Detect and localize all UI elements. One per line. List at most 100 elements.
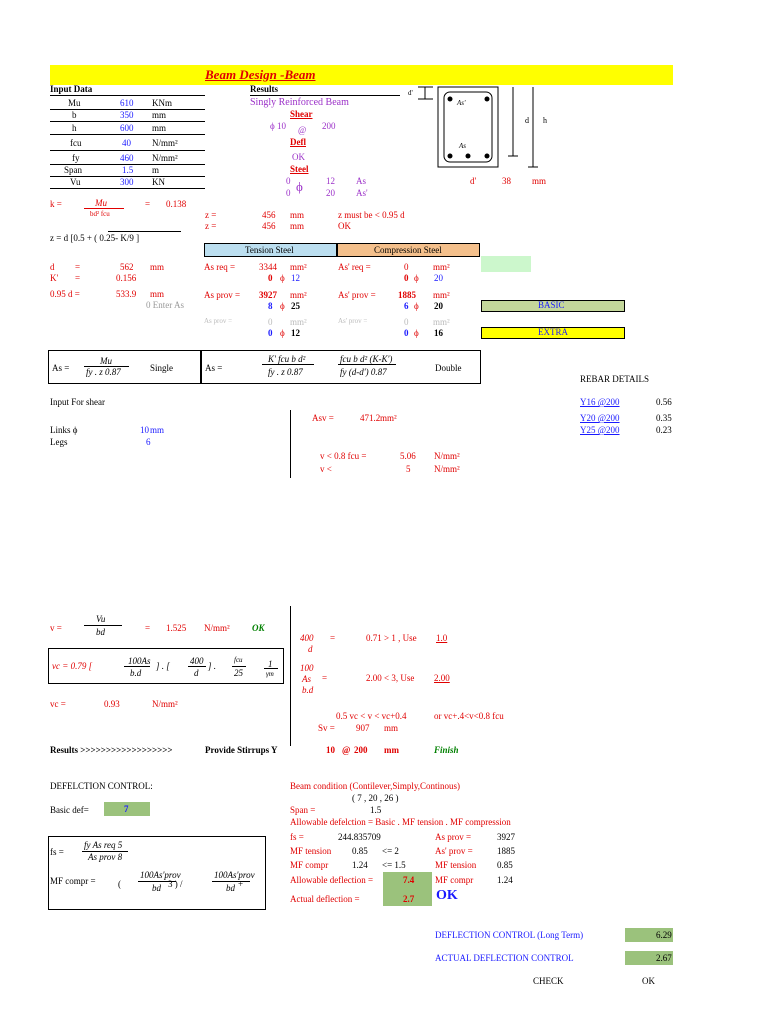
long-term-label: DEFLECTION CONTROL (Long Term) <box>435 930 584 940</box>
input-label-b: b <box>72 110 77 120</box>
mf-c-value: 1.24 <box>352 860 368 870</box>
z1-note: z must be < 0.95 d <box>338 210 405 220</box>
input-header: Input Data <box>50 84 93 94</box>
c100-l1: 100 <box>300 663 314 673</box>
input-value-span[interactable]: 1.5 <box>122 165 134 175</box>
t2-phi: ϕ <box>280 301 285 311</box>
actual-long-value: 2.67 <box>656 953 672 963</box>
vc-formula-e-den: 25 <box>234 668 243 678</box>
steel-r2-a: 0 <box>286 188 291 198</box>
rebar-value-y16: 0.56 <box>656 397 672 407</box>
allow-formula: Allowable defelction = Basic . MF tensio… <box>290 817 511 827</box>
tension-steel-header <box>204 243 337 257</box>
span-label: Span = <box>290 805 316 815</box>
fs-f-num: fy As req 5 <box>84 840 123 850</box>
v2-label: v < <box>320 464 332 474</box>
section-d-top: d' <box>408 89 413 97</box>
formula-single-label: Single <box>150 363 174 373</box>
vc-label: vc = <box>50 699 66 709</box>
extra-button[interactable] <box>481 327 625 339</box>
vc-formula-f-den: γm <box>266 670 274 678</box>
t1-phi: ϕ <box>280 273 285 283</box>
long-term-cell <box>625 928 673 942</box>
asp-req-value: 0 <box>404 262 409 272</box>
deflection-header: DEFELCTION CONTROL: <box>50 781 153 791</box>
steel-label: Steel <box>290 164 309 174</box>
mf-c-label: MF compr <box>290 860 329 870</box>
as-req-value: 3344 <box>259 262 277 272</box>
as-prov-unit: mm² <box>290 290 307 300</box>
results-row-spacing: 200 <box>354 745 368 755</box>
page-title: Beam Design -Beam <box>205 67 316 82</box>
vc-formula-b: ] . [ <box>156 661 170 671</box>
basic-def-cell[interactable] <box>104 802 150 816</box>
results-row-provide: Provide Stirrups Y <box>205 745 278 755</box>
v-label: v = <box>50 623 62 633</box>
input-value-vu[interactable]: 300 <box>120 177 134 187</box>
c400-use: 1.0 <box>436 633 448 643</box>
rebar-item-y16[interactable]: Y16 @200 <box>580 397 620 407</box>
rebar-item-y25[interactable]: Y25 @200 <box>580 425 620 435</box>
input-unit-fcu: N/mm² <box>152 138 178 148</box>
vc-unit: N/mm² <box>152 699 178 709</box>
section-d-label: d <box>525 116 529 125</box>
as-req-unit: mm² <box>290 262 307 272</box>
long-term-value: 6.29 <box>656 930 672 940</box>
shear-phi: ϕ 10 <box>270 121 286 131</box>
t2-n: 8 <box>268 301 273 311</box>
mf-c2-label: MF compr <box>435 875 474 885</box>
rebar-bot-mid <box>465 153 471 159</box>
input-unit-span: m <box>152 165 160 175</box>
as-req-label: As req = <box>204 262 236 272</box>
links-value[interactable]: 10 <box>140 425 149 435</box>
defl-ok: OK <box>292 152 305 162</box>
results-row-finish: Finish <box>434 745 459 755</box>
beam-type: Singly Reinforced Beam <box>250 97 349 108</box>
actual-long-cell <box>625 951 673 965</box>
sv-value: 907 <box>356 723 370 733</box>
z2-note: OK <box>338 221 351 231</box>
deflection-formula-box <box>48 836 266 910</box>
actual-label: Actual deflection = <box>290 894 360 904</box>
input-unit-fy: N/mm² <box>152 153 178 163</box>
input-value-b[interactable]: 350 <box>120 110 134 120</box>
c3-phi: ϕ <box>414 328 419 338</box>
d-eq: = <box>75 262 81 272</box>
as-prov-d-value: 3927 <box>497 832 515 842</box>
input-label-mu: Mu <box>68 98 81 108</box>
mf-f-mid: 3 ) / <box>168 879 183 889</box>
input-value-mu[interactable]: 610 <box>120 98 134 108</box>
v1-value: 5.06 <box>400 451 416 461</box>
v2-unit: N/mm² <box>434 464 460 474</box>
c100-l3: b.d <box>302 685 314 695</box>
c2-d: 20 <box>434 301 443 311</box>
vc-formula-c-den: d <box>194 668 199 678</box>
rebar-value-y20: 0.35 <box>656 413 672 423</box>
input-value-fcu[interactable]: 40 <box>122 138 131 148</box>
kp-label: K' <box>50 273 59 283</box>
input-label-h: h <box>72 123 77 133</box>
asp-prov-unit: mm² <box>433 290 450 300</box>
input-value-h[interactable]: 600 <box>120 123 134 133</box>
input-unit-mu: KNm <box>152 98 172 108</box>
mf-t2-label: MF tension <box>435 860 477 870</box>
shear-spacing: 200 <box>322 121 336 131</box>
beam-section-diagram <box>418 86 538 168</box>
c3-d: 16 <box>434 328 443 338</box>
c2-phi: ϕ <box>414 301 419 311</box>
legs-value[interactable]: 6 <box>146 437 151 447</box>
asp-prov2-label: As' prov = <box>338 317 368 325</box>
input-value-fy[interactable]: 460 <box>120 153 134 163</box>
vc-formula-d: ] . <box>208 661 217 671</box>
formula-double-num1: K' fcu b d² <box>268 354 306 364</box>
formula-double-num2: fcu b d² (K-K') <box>340 354 393 364</box>
rebar-header: REBAR DETAILS <box>580 374 650 384</box>
vc-formula-den: b.d <box>130 668 142 678</box>
c100-value: 2.00 < 3, Use <box>366 673 415 683</box>
basic-button[interactable] <box>481 300 625 312</box>
d-label: d <box>50 262 55 272</box>
check-value: OK <box>642 976 655 986</box>
t2-d: 25 <box>291 301 300 311</box>
rebar-item-y20[interactable]: Y20 @200 <box>580 413 620 423</box>
formula-single-box <box>48 350 201 384</box>
